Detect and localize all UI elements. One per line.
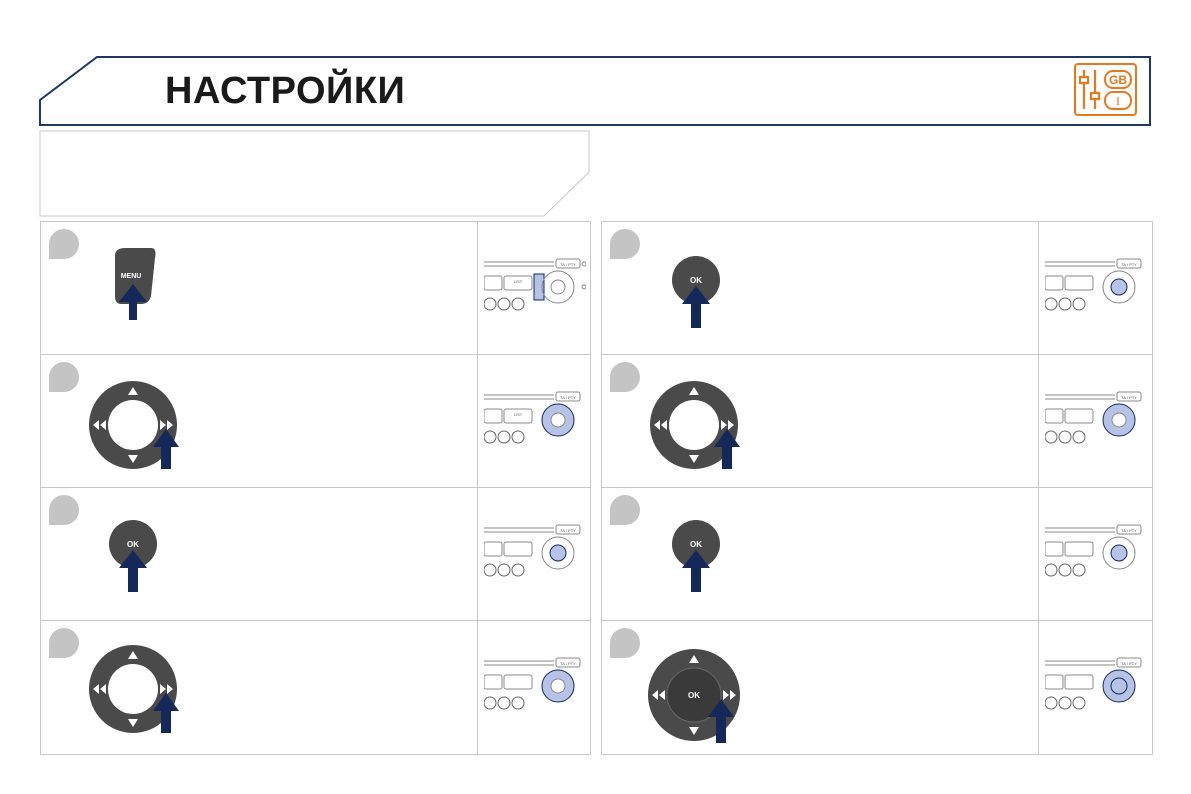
step-row: OK TA / PTY bbox=[602, 621, 1152, 754]
svg-text:TA / PTY: TA / PTY bbox=[1121, 528, 1137, 533]
header-band bbox=[39, 56, 1151, 126]
direction-ring-right-icon bbox=[89, 381, 179, 469]
svg-text:TA / PTY: TA / PTY bbox=[560, 661, 576, 666]
page-title: НАСТРОЙКИ bbox=[165, 70, 406, 112]
svg-text:MENU: MENU bbox=[121, 273, 142, 280]
step-marker bbox=[610, 495, 640, 525]
badge-gb-label: GB bbox=[1109, 73, 1127, 87]
ok-button-icon: OK bbox=[109, 520, 157, 592]
svg-text:OK: OK bbox=[688, 691, 700, 700]
direction-ring-with-ok-icon: OK bbox=[648, 649, 740, 743]
left-steps-panel: MENU TA / PTY LIST bbox=[40, 221, 591, 755]
step-marker bbox=[49, 362, 79, 392]
svg-text:LIST: LIST bbox=[514, 412, 523, 417]
badge-i-label: I bbox=[1116, 94, 1120, 108]
radio-panel-thumbnail: TA / PTY LIST bbox=[484, 258, 586, 311]
radio-panel-thumbnail: TA / PTY bbox=[484, 524, 581, 577]
menu-button-icon: MENU bbox=[115, 248, 156, 320]
svg-text:OK: OK bbox=[127, 540, 139, 549]
press-arrow bbox=[714, 429, 740, 469]
thumbnail-column: TA / PTY LIST bbox=[477, 355, 591, 487]
svg-text:TA / PTY: TA / PTY bbox=[1121, 661, 1137, 666]
direction-ring-right-icon bbox=[650, 381, 740, 469]
thumbnail-column: TA / PTY LIST bbox=[477, 222, 591, 354]
step-marker bbox=[610, 229, 640, 259]
svg-text:OK: OK bbox=[690, 276, 702, 285]
press-arrow bbox=[708, 699, 734, 743]
press-arrow bbox=[682, 286, 710, 328]
thumbnail-column: TA / PTY bbox=[477, 621, 591, 754]
svg-text:TA / PTY: TA / PTY bbox=[1121, 262, 1137, 267]
step-row: TA / PTY bbox=[41, 621, 590, 754]
intro-note-box bbox=[39, 130, 590, 217]
radio-panel-thumbnail: TA / PTY bbox=[1045, 657, 1142, 710]
settings-badge: GB I bbox=[1074, 63, 1137, 116]
radio-panel-thumbnail: TA / PTY bbox=[1045, 391, 1142, 444]
svg-text:TA / PTY: TA / PTY bbox=[560, 395, 576, 400]
svg-text:OK: OK bbox=[690, 540, 702, 549]
step-row: OK TA / PTY bbox=[602, 222, 1152, 355]
press-arrow bbox=[682, 550, 710, 592]
step-row: OK TA / PTY bbox=[41, 488, 590, 621]
step-marker bbox=[49, 628, 79, 658]
press-arrow bbox=[119, 284, 147, 320]
thumbnail-column: TA / PTY bbox=[477, 488, 591, 620]
svg-text:TA / PTY: TA / PTY bbox=[560, 528, 576, 533]
direction-ring-right-icon bbox=[89, 645, 179, 733]
press-arrow bbox=[153, 429, 179, 469]
right-steps-panel: OK TA / PTY TA bbox=[601, 221, 1153, 755]
step-marker bbox=[610, 362, 640, 392]
svg-text:TA / PTY: TA / PTY bbox=[560, 262, 576, 267]
radio-panel-thumbnail: TA / PTY bbox=[484, 657, 581, 710]
step-row: MENU TA / PTY LIST bbox=[41, 222, 590, 355]
radio-panel-thumbnail: TA / PTY bbox=[1045, 258, 1142, 311]
thumbnail-column: TA / PTY bbox=[1038, 488, 1153, 620]
thumbnail-column: TA / PTY bbox=[1038, 222, 1153, 354]
thumbnail-column: TA / PTY bbox=[1038, 355, 1153, 487]
step-marker bbox=[49, 495, 79, 525]
radio-panel-thumbnail: TA / PTY LIST bbox=[484, 391, 581, 444]
ok-button-icon: OK bbox=[672, 256, 720, 328]
step-marker bbox=[610, 628, 640, 658]
step-marker bbox=[49, 229, 79, 259]
step-row: TA / PTY LIST bbox=[41, 355, 590, 488]
equalizer-sliders-icon bbox=[1078, 70, 1101, 109]
ok-button-icon: OK bbox=[672, 520, 720, 592]
radio-panel-thumbnail: TA / PTY bbox=[1045, 524, 1142, 577]
svg-text:TA / PTY: TA / PTY bbox=[1121, 395, 1137, 400]
step-row: OK TA / PTY bbox=[602, 488, 1152, 621]
press-arrow bbox=[119, 550, 147, 592]
press-arrow bbox=[153, 693, 179, 733]
step-row: TA / PTY bbox=[602, 355, 1152, 488]
svg-text:LIST: LIST bbox=[514, 279, 523, 284]
thumbnail-column: TA / PTY bbox=[1038, 621, 1153, 754]
